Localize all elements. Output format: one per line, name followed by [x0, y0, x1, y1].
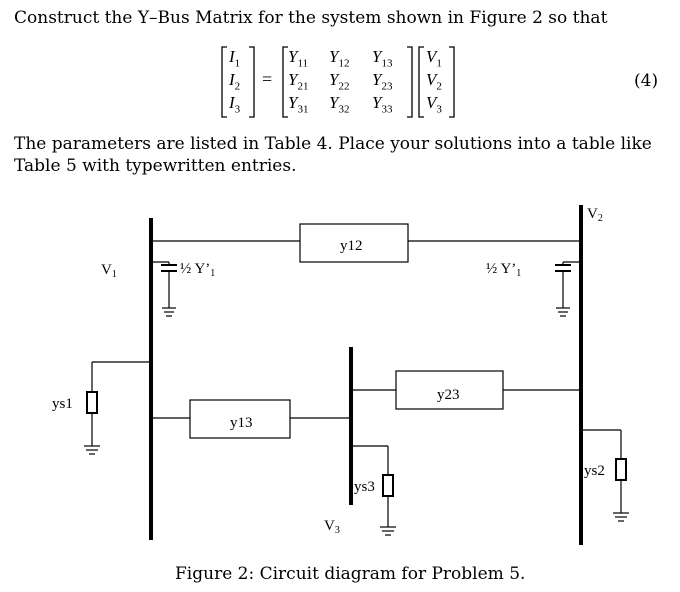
- voltage-v3: V3: [426, 93, 442, 116]
- capacitor-left-icon: [151, 261, 177, 317]
- impedance-y13-box: [189, 399, 291, 439]
- matrix-y33: Y33: [372, 93, 393, 116]
- current-i3: I3: [229, 93, 241, 116]
- impedance-y23-box: [395, 370, 504, 410]
- shunt-ys3-icon: [351, 445, 396, 536]
- label-v3: V3: [324, 518, 340, 536]
- figure-caption: Figure 2: Circuit diagram for Problem 5.: [175, 564, 526, 584]
- equals-sign: =: [262, 69, 273, 89]
- label-v1: V1: [101, 262, 117, 280]
- matrix-y22: Y22: [329, 70, 350, 93]
- label-ys2: ys2: [584, 463, 605, 479]
- matrix-y12: Y12: [329, 47, 350, 70]
- current-i2: I2: [229, 70, 241, 93]
- capacitor-right-icon: [555, 261, 581, 317]
- label-ys1: ys1: [52, 396, 73, 412]
- current-i1: I1: [229, 47, 241, 70]
- matrix-y32: Y32: [329, 93, 350, 116]
- label-v2: V2: [587, 206, 603, 224]
- equation-number: (4): [634, 71, 659, 91]
- voltage-v1: V1: [426, 47, 442, 70]
- shunt-ys2-icon: [581, 429, 629, 522]
- shunt-ys1-icon: [84, 361, 151, 455]
- label-ys3: ys3: [354, 479, 375, 495]
- matrix-y13: Y13: [372, 47, 393, 70]
- matrix-y31: Y31: [288, 93, 309, 116]
- problem-intro: Construct the Y–Bus Matrix for the syste…: [14, 8, 608, 28]
- voltage-v2: V2: [426, 70, 442, 93]
- label-y23: y23: [437, 387, 460, 403]
- label-y12: y12: [340, 238, 363, 254]
- paragraph-line-1: The parameters are listed in Table 4. Pl…: [14, 134, 652, 154]
- label-half-y-right: ½ Y’1: [486, 261, 521, 279]
- matrix-y11: Y11: [288, 47, 309, 70]
- paragraph-line-2: Table 5 with typewritten entries.: [14, 156, 297, 176]
- impedance-y12-box: [299, 223, 409, 263]
- label-half-y-left: ½ Y’1: [180, 261, 215, 279]
- label-y13: y13: [230, 415, 253, 431]
- matrix-y23: Y23: [372, 70, 393, 93]
- matrix-y21: Y21: [288, 70, 309, 93]
